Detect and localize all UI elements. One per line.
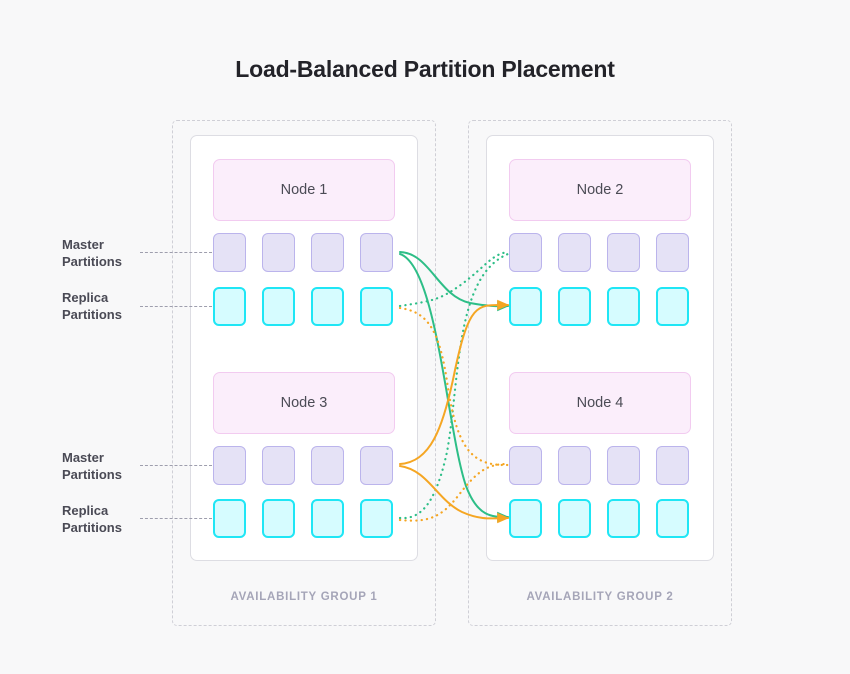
node1-master-partition-3[interactable]: [311, 233, 344, 272]
node3-replica-partition-1[interactable]: [213, 499, 246, 538]
node4-master-partition-1[interactable]: [509, 446, 542, 485]
node3-replica-partition-4[interactable]: [360, 499, 393, 538]
node-box-node3[interactable]: Node 3: [213, 372, 395, 434]
node4-replica-partition-2[interactable]: [558, 499, 591, 538]
node1-replica-partition-1[interactable]: [213, 287, 246, 326]
legend-line-1: Master: [62, 237, 104, 252]
node2-master-partition-1[interactable]: [509, 233, 542, 272]
node2-replica-partition-1[interactable]: [509, 287, 542, 326]
node-label: Node 4: [576, 395, 624, 411]
availability-group-1-caption: AVAILABILITY GROUP 1: [230, 591, 378, 603]
leader-line-master-top: [140, 252, 212, 253]
node3-replica-partition-3[interactable]: [311, 499, 344, 538]
legend-line-2: Partitions: [62, 254, 122, 269]
legend-line-1: Replica: [62, 290, 109, 305]
node2-replica-partition-4[interactable]: [656, 287, 689, 326]
legend-replica-partitions-top: Replica Partitions: [62, 289, 182, 323]
node-label: Node 1: [280, 182, 328, 198]
node2-master-partition-3[interactable]: [607, 233, 640, 272]
legend-master-partitions-top: Master Partitions: [62, 236, 182, 270]
legend-line-1: Master: [62, 450, 104, 465]
leader-line-replica-top: [140, 306, 212, 307]
node3-master-partition-2[interactable]: [262, 446, 295, 485]
node1-replica-partition-3[interactable]: [311, 287, 344, 326]
node4-replica-partition-1[interactable]: [509, 499, 542, 538]
legend-replica-partitions-bottom: Replica Partitions: [62, 502, 182, 536]
node1-master-partition-4[interactable]: [360, 233, 393, 272]
node3-replica-partition-2[interactable]: [262, 499, 295, 538]
legend-master-partitions-bottom: Master Partitions: [62, 449, 182, 483]
node1-replica-partition-2[interactable]: [262, 287, 295, 326]
node2-master-partition-4[interactable]: [656, 233, 689, 272]
page-title: Load-Balanced Partition Placement: [235, 56, 615, 82]
node3-master-partition-4[interactable]: [360, 446, 393, 485]
node1-master-partition-1[interactable]: [213, 233, 246, 272]
node-box-node2[interactable]: Node 2: [509, 159, 691, 221]
leader-line-master-bottom: [140, 465, 212, 466]
node2-master-partition-2[interactable]: [558, 233, 591, 272]
legend-line-1: Replica: [62, 503, 109, 518]
node2-replica-partition-2[interactable]: [558, 287, 591, 326]
availability-group-2-caption: AVAILABILITY GROUP 2: [526, 591, 674, 603]
node-label: Node 3: [280, 395, 328, 411]
node-label: Node 2: [576, 182, 624, 198]
node4-master-partition-2[interactable]: [558, 446, 591, 485]
node4-master-partition-4[interactable]: [656, 446, 689, 485]
node3-master-partition-3[interactable]: [311, 446, 344, 485]
node4-replica-partition-4[interactable]: [656, 499, 689, 538]
node2-replica-partition-3[interactable]: [607, 287, 640, 326]
node4-replica-partition-3[interactable]: [607, 499, 640, 538]
node-box-node1[interactable]: Node 1: [213, 159, 395, 221]
legend-line-2: Partitions: [62, 520, 122, 535]
node-box-node4[interactable]: Node 4: [509, 372, 691, 434]
legend-line-2: Partitions: [62, 467, 122, 482]
leader-line-replica-bottom: [140, 518, 212, 519]
node1-master-partition-2[interactable]: [262, 233, 295, 272]
node3-master-partition-1[interactable]: [213, 446, 246, 485]
node1-replica-partition-4[interactable]: [360, 287, 393, 326]
node4-master-partition-3[interactable]: [607, 446, 640, 485]
legend-line-2: Partitions: [62, 307, 122, 322]
